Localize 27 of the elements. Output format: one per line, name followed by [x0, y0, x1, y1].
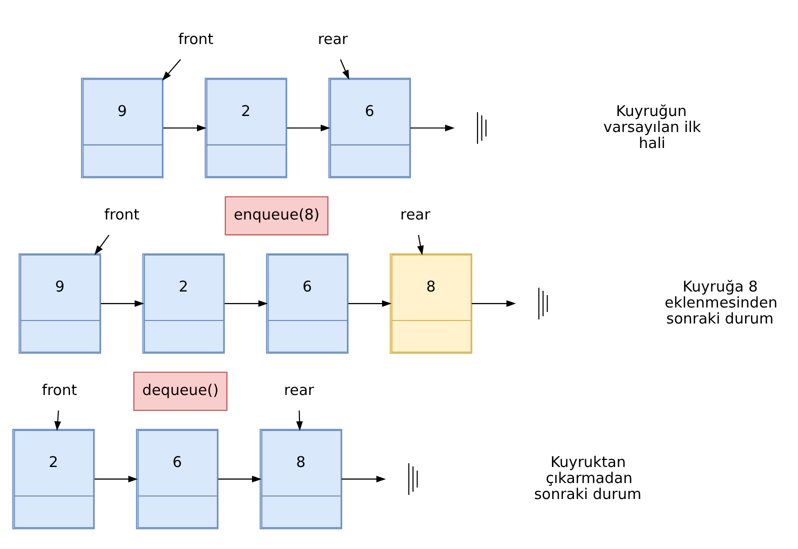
- arrow: [340, 58, 350, 80]
- label: Kuyruğun varsayılan ilk hali: [603, 102, 701, 152]
- node-text: rear: [284, 382, 314, 399]
- arrow: [218, 475, 262, 482]
- arrow: [100, 300, 144, 306]
- arrow: [417, 234, 424, 255]
- arrow: [287, 124, 330, 131]
- arrow: [94, 234, 110, 254]
- arrow: [94, 475, 138, 482]
- arrow: [54, 410, 62, 430]
- node-text: rear: [318, 30, 348, 48]
- label: Kuyruktan çıkarmadan sonraki durum: [534, 454, 642, 502]
- node-box: dequeue(): [133, 371, 228, 410]
- node-text: front: [178, 30, 214, 48]
- node-text: rear: [400, 206, 430, 224]
- arrow: [296, 410, 303, 430]
- arrow: [342, 475, 386, 482]
- arrow: [162, 58, 181, 80]
- arrow: [472, 300, 516, 306]
- node-text: front: [42, 382, 78, 399]
- arrow: [348, 300, 392, 306]
- arrow: [410, 124, 455, 131]
- arrow: [163, 124, 207, 131]
- arrow: [224, 300, 268, 306]
- node-box: enqueue(8): [224, 196, 328, 235]
- node-text: front: [104, 206, 140, 224]
- label: Kuyruğa 8 eklenmesinden sonraki durum: [664, 278, 778, 327]
